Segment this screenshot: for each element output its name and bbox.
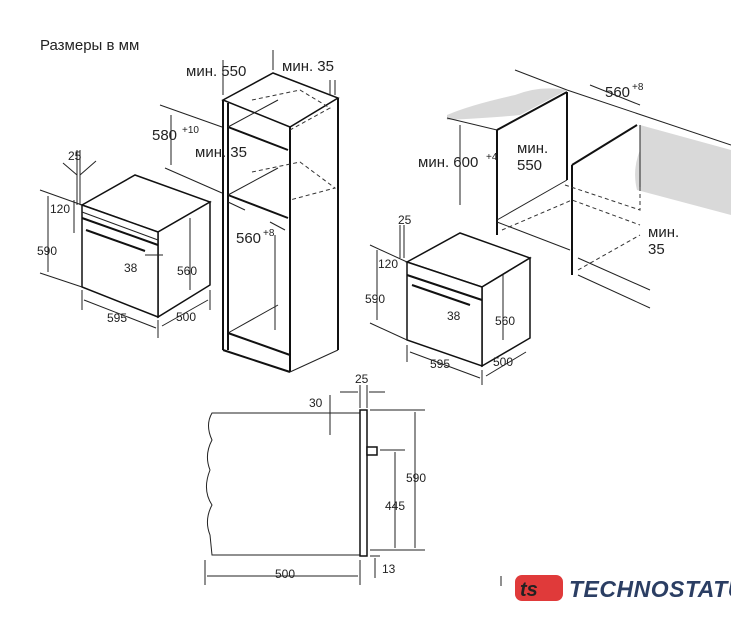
left-oven-depth-25: 25 xyxy=(68,149,82,163)
undercounter-gap-min-label: мин. xyxy=(648,224,679,241)
right-oven-depth-500: 500 xyxy=(493,355,513,369)
side-handle-height-445: 445 xyxy=(385,499,405,513)
cabinet-niche-height-tolerance: +10 xyxy=(182,125,199,136)
logo-mark-icon xyxy=(515,575,563,601)
right-oven-depth-25: 25 xyxy=(398,213,412,227)
technostatus-logo: ts TECHNOSTATUS xyxy=(500,575,731,602)
undercounter-min-label: мин. xyxy=(517,140,548,157)
diagram-title: Размеры в мм xyxy=(40,37,139,54)
undercounter-min-height-600: мин. 600 xyxy=(418,154,478,171)
side-depth-500: 500 xyxy=(275,567,295,581)
side-bottom-offset-13: 13 xyxy=(382,562,396,576)
undercounter-height-tolerance: +4 xyxy=(486,152,498,163)
logo-text: TECHNOSTATUS xyxy=(569,576,731,602)
undercounter-min-depth-550: 550 xyxy=(517,157,542,174)
side-height-590: 590 xyxy=(406,471,426,485)
undercounter-width-tolerance: +8 xyxy=(632,82,644,93)
left-oven-panel-120: 120 xyxy=(50,202,70,216)
undercounter-drawing: 560 +8 мин. 600 +4 мин. 550 мин. 35 xyxy=(418,69,731,309)
undercounter-gap-35: 35 xyxy=(648,241,665,258)
left-oven-height-560: 560 xyxy=(177,264,197,278)
svg-text:ts: ts xyxy=(520,579,538,601)
right-oven-width-595: 595 xyxy=(430,357,450,371)
tall-cabinet-drawing: мин. 550 мин. 35 580 +10 мин. 35 560 +8 xyxy=(152,50,340,373)
side-panel-depth-25: 25 xyxy=(355,372,369,386)
right-oven-height-590: 590 xyxy=(365,292,385,306)
side-view-drawing: 25 30 590 445 500 13 xyxy=(204,372,426,585)
left-oven-depth-500: 500 xyxy=(176,310,196,324)
cabinet-niche-width-560: 560 xyxy=(236,230,261,247)
cabinet-min-gap-35-mid: мин. 35 xyxy=(195,144,247,161)
undercounter-width-560: 560 xyxy=(605,84,630,101)
cabinet-niche-width-tolerance: +8 xyxy=(263,228,275,239)
right-oven-handle-38: 38 xyxy=(447,309,461,323)
right-oven-drawing: 25 120 590 38 560 595 500 xyxy=(365,213,532,385)
left-oven-width-595: 595 xyxy=(107,311,127,325)
left-oven-height-590: 590 xyxy=(37,244,57,258)
left-oven-handle-38: 38 xyxy=(124,261,138,275)
cabinet-niche-height-580: 580 xyxy=(152,127,177,144)
cabinet-min-depth-550: мин. 550 xyxy=(186,63,246,80)
cabinet-min-gap-35-top: мин. 35 xyxy=(282,58,334,75)
right-oven-height-560: 560 xyxy=(495,314,515,328)
left-oven-drawing: 25 120 590 38 560 595 500 xyxy=(37,149,212,338)
side-top-offset-30: 30 xyxy=(309,396,323,410)
right-oven-panel-120: 120 xyxy=(378,257,398,271)
